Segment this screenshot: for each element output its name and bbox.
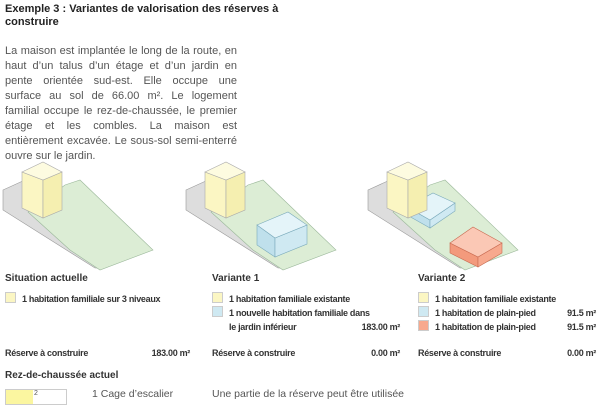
legend: 1 habitation familiale existante 1 habit… [418, 292, 596, 340]
caption: Variante 1 [212, 273, 260, 284]
legend-item: 1 habitation de plain-pied 91.5 m² [418, 320, 596, 334]
page-title: Exemple 3 : Variantes de valorisation de… [5, 3, 279, 28]
legend-text: 1 nouvelle habitation familiale dans [229, 308, 370, 318]
legend-item: 1 habitation de plain-pied 91.5 m² [418, 306, 596, 320]
column-situation-actuelle: Situation actuelle 1 habitation familial… [5, 273, 190, 360]
yellow-swatch [418, 292, 429, 303]
legend-item: 1 nouvelle habitation familiale dans [212, 306, 400, 320]
diagram-situation-actuelle [2, 161, 154, 271]
reserve-value: 183.00 m² [151, 348, 191, 358]
legend-value: 91.5 m² [567, 322, 596, 332]
legend-text: 1 habitation familiale existante [229, 294, 350, 304]
yellow-swatch [212, 292, 223, 303]
reserve-row: Réserve à construire 0.00 m² [418, 346, 596, 360]
reserve-value: 0.00 m² [567, 348, 596, 358]
yellow-swatch [5, 292, 16, 303]
plan-room-number: 2 [34, 390, 38, 397]
legend: 1 habitation familiale sur 3 niveaux [5, 292, 190, 340]
plan-legend-item: 1 Cage d’escalier [92, 388, 174, 400]
intro-paragraph: La maison est implantée le long de la ro… [5, 45, 237, 162]
diagram-variante-1 [185, 161, 337, 271]
bottom-paragraph: Une partie de la réserve peut être utili… [212, 388, 405, 400]
blue-swatch [212, 306, 223, 317]
reserve-row: Réserve à construire 183.00 m² [5, 346, 190, 360]
legend-value: 183.00 m² [361, 322, 401, 332]
plain-pied-red-top [449, 226, 503, 258]
diagram-variante-2 [367, 161, 519, 271]
reserve-row: Réserve à construire 0.00 m² [212, 346, 400, 360]
legend-text: 1 habitation familiale existante [435, 294, 556, 304]
house-top [21, 161, 63, 181]
legend-text: le jardin inférieur [229, 322, 297, 332]
legend: 1 habitation familiale existante 1 nouve… [212, 292, 400, 340]
legend-item: 1 habitation familiale existante [212, 292, 400, 306]
floor-plan: 2 [5, 389, 67, 405]
new-house-top [256, 211, 308, 239]
caption: Situation actuelle [5, 273, 88, 284]
legend-item: 1 habitation familiale existante [418, 292, 596, 306]
house-top [204, 161, 246, 181]
legend-item: 1 habitation familiale sur 3 niveaux [5, 292, 190, 306]
legend-value: 91.5 m² [567, 308, 596, 318]
section-heading: Rez-de-chaussée actuel [5, 370, 119, 381]
caption: Variante 2 [418, 273, 466, 284]
reserve-label: Réserve à construire [5, 348, 89, 358]
legend-text: 1 habitation de plain-pied [435, 308, 536, 318]
column-variante-2: Variante 2 1 habitation familiale exista… [418, 273, 596, 360]
legend-text: 1 habitation de plain-pied [435, 322, 536, 332]
house-top [386, 161, 428, 181]
reserve-label: Réserve à construire [212, 348, 296, 358]
red-swatch [418, 320, 429, 331]
legend-text: 1 habitation familiale sur 3 niveaux [22, 294, 161, 304]
blue-swatch [418, 306, 429, 317]
column-variante-1: Variante 1 1 habitation familiale exista… [212, 273, 400, 360]
reserve-value: 0.00 m² [371, 348, 400, 358]
legend-continuation: le jardin inférieur 183.00 m² [212, 320, 400, 334]
reserve-label: Réserve à construire [418, 348, 502, 358]
